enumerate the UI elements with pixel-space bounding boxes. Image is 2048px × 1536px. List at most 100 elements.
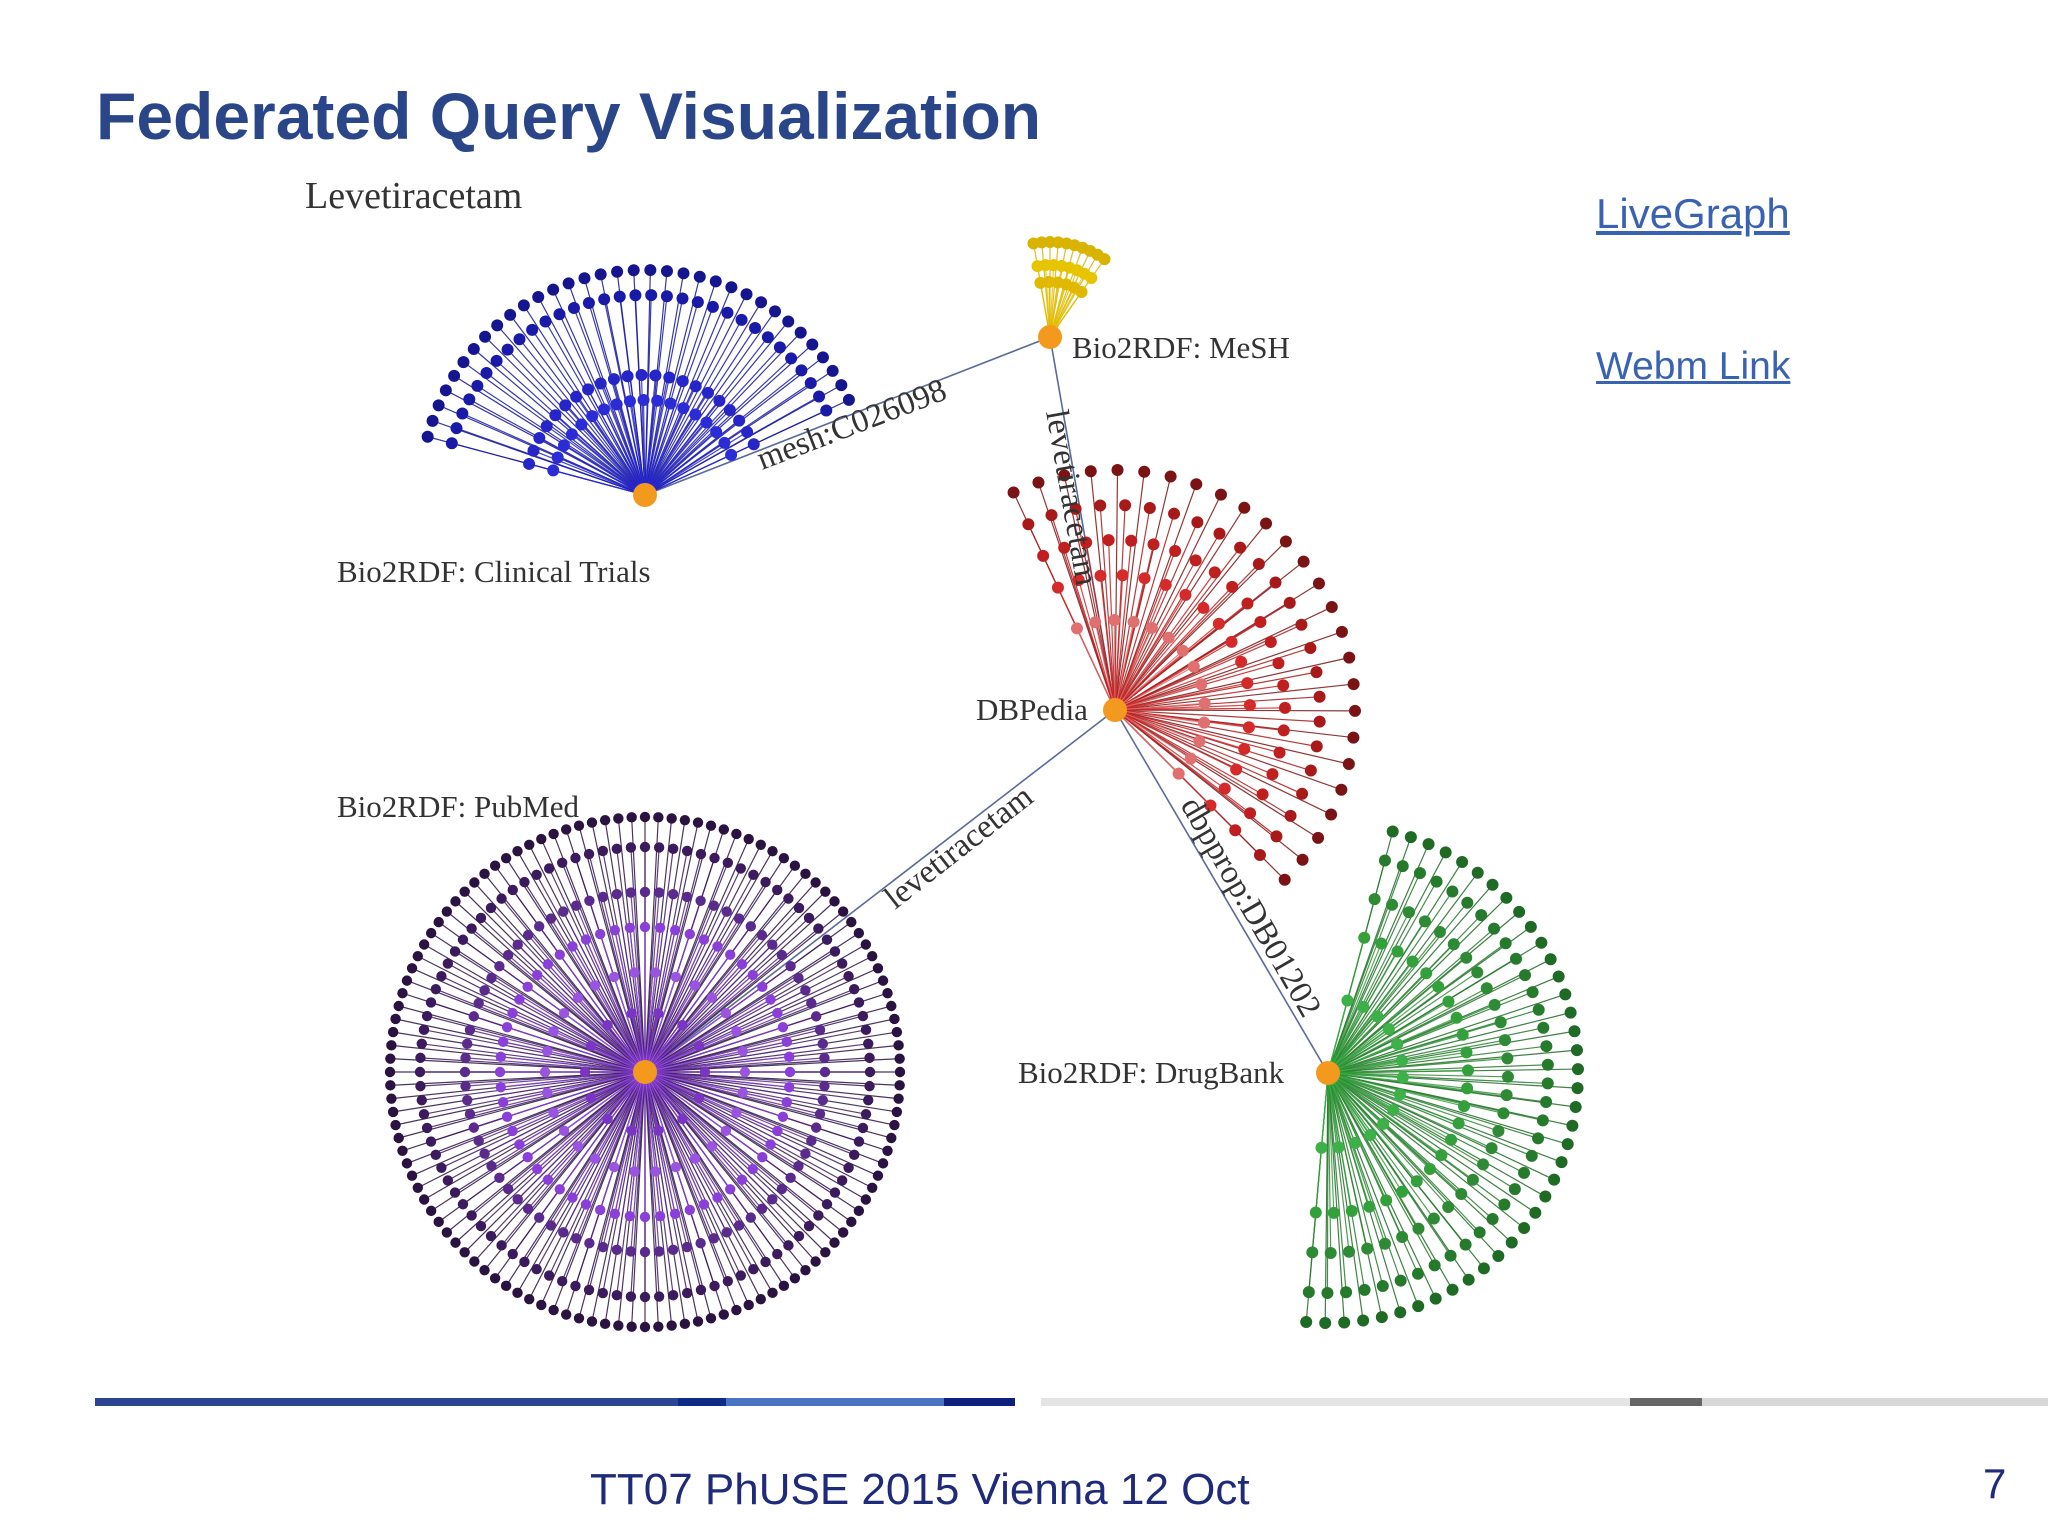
leaf-node[interactable] [512, 1194, 523, 1205]
leaf-node[interactable] [514, 1139, 525, 1150]
leaf-node[interactable] [765, 994, 776, 1005]
leaf-node[interactable] [757, 1152, 768, 1163]
leaf-node[interactable] [637, 394, 650, 407]
leaf-node[interactable] [613, 290, 626, 303]
leaf-node[interactable] [1241, 597, 1254, 610]
leaf-node[interactable] [650, 967, 661, 978]
leaf-node[interactable] [639, 1246, 651, 1258]
leaf-node[interactable] [543, 1270, 555, 1281]
leaf-node[interactable] [533, 432, 546, 445]
leaf-node[interactable] [1190, 478, 1203, 491]
leaf-node[interactable] [541, 1087, 553, 1098]
leaf-node[interactable] [415, 1080, 426, 1092]
leaf-node[interactable] [731, 1107, 742, 1118]
leaf-node[interactable] [436, 1162, 447, 1174]
leaf-node[interactable] [570, 900, 582, 911]
leaf-node[interactable] [793, 1160, 804, 1172]
leaf-node[interactable] [1306, 1246, 1319, 1259]
leaf-node[interactable] [1488, 998, 1501, 1011]
leaf-node[interactable] [785, 1172, 796, 1184]
leaf-node[interactable] [495, 1081, 506, 1093]
leaf-node[interactable] [421, 430, 434, 443]
leaf-node[interactable] [1242, 721, 1255, 734]
leaf-node[interactable] [843, 1162, 854, 1174]
leaf-node[interactable] [586, 1316, 598, 1327]
leaf-node[interactable] [817, 1038, 828, 1050]
leaf-node[interactable] [1363, 1200, 1376, 1213]
leaf-node[interactable] [459, 886, 470, 897]
leaf-node[interactable] [540, 420, 553, 433]
leaf-node[interactable] [1244, 807, 1257, 820]
leaf-node[interactable] [385, 1080, 396, 1091]
leaf-node[interactable] [755, 296, 768, 309]
leaf-node[interactable] [504, 308, 517, 321]
leaf-node[interactable] [722, 857, 734, 869]
leaf-node[interactable] [1371, 1010, 1384, 1023]
leaf-node[interactable] [579, 1066, 591, 1078]
leaf-node[interactable] [708, 1233, 720, 1244]
leaf-node[interactable] [1536, 1114, 1549, 1127]
leaf-node[interactable] [1377, 1117, 1390, 1130]
hub-node-clinical-trials[interactable] [633, 483, 657, 507]
leaf-node[interactable] [558, 1125, 570, 1136]
leaf-node[interactable] [523, 457, 536, 470]
leaf-node[interactable] [1321, 1286, 1334, 1299]
leaf-node[interactable] [1347, 731, 1360, 744]
leaf-node[interactable] [548, 1304, 559, 1316]
leaf-node[interactable] [1396, 1071, 1409, 1084]
leaf-node[interactable] [609, 1208, 621, 1220]
leaf-node[interactable] [1458, 1100, 1471, 1113]
leaf-node[interactable] [542, 959, 554, 970]
leaf-node[interactable] [777, 1021, 789, 1033]
leaf-node[interactable] [1070, 622, 1083, 635]
leaf-node[interactable] [698, 1199, 710, 1210]
leaf-node[interactable] [1277, 679, 1290, 692]
leaf-node[interactable] [677, 1019, 688, 1031]
leaf-node[interactable] [653, 887, 665, 898]
leaf-node[interactable] [584, 1237, 595, 1249]
leaf-node[interactable] [864, 1052, 875, 1064]
leaf-node[interactable] [1080, 536, 1093, 549]
leaf-node[interactable] [760, 1256, 771, 1268]
leaf-node[interactable] [486, 1160, 497, 1172]
leaf-node[interactable] [706, 992, 718, 1003]
leaf-node[interactable] [1058, 541, 1071, 554]
leaf-node[interactable] [1230, 763, 1243, 776]
leaf-node[interactable] [1254, 615, 1267, 628]
leaf-node[interactable] [1225, 635, 1238, 648]
leaf-node[interactable] [1475, 909, 1488, 922]
leaf-node[interactable] [517, 299, 530, 312]
leaf-node[interactable] [473, 997, 484, 1009]
leaf-node[interactable] [635, 369, 648, 382]
leaf-node[interactable] [1480, 982, 1493, 995]
leaf-node[interactable] [557, 439, 570, 452]
leaf-node[interactable] [731, 1304, 742, 1316]
leaf-node[interactable] [586, 817, 598, 828]
leaf-node[interactable] [736, 1174, 748, 1185]
leaf-node[interactable] [882, 988, 893, 999]
leaf-node[interactable] [684, 928, 696, 940]
leaf-node[interactable] [794, 326, 807, 339]
leaf-node[interactable] [1501, 1052, 1514, 1065]
leaf-node[interactable] [497, 1036, 509, 1048]
leaf-node[interactable] [725, 1184, 736, 1195]
leaf-node[interactable] [893, 1093, 904, 1104]
leaf-node[interactable] [804, 377, 817, 390]
leaf-node[interactable] [573, 1313, 585, 1324]
leaf-node[interactable] [1559, 988, 1572, 1001]
leaf-node[interactable] [597, 403, 610, 416]
leaf-node[interactable] [426, 414, 439, 427]
leaf-node[interactable] [785, 960, 796, 972]
leaf-node[interactable] [772, 1125, 783, 1137]
leaf-node[interactable] [1253, 848, 1266, 861]
leaf-node[interactable] [1145, 621, 1158, 634]
leaf-node[interactable] [1518, 1166, 1531, 1179]
leaf-node[interactable] [551, 451, 564, 464]
leaf-node[interactable] [1349, 1136, 1362, 1149]
leaf-node[interactable] [512, 939, 523, 950]
leaf-node[interactable] [466, 923, 477, 934]
leaf-node[interactable] [846, 1216, 857, 1228]
leaf-node[interactable] [1433, 926, 1446, 939]
leaf-node[interactable] [853, 1136, 865, 1147]
leaf-node[interactable] [689, 408, 702, 421]
